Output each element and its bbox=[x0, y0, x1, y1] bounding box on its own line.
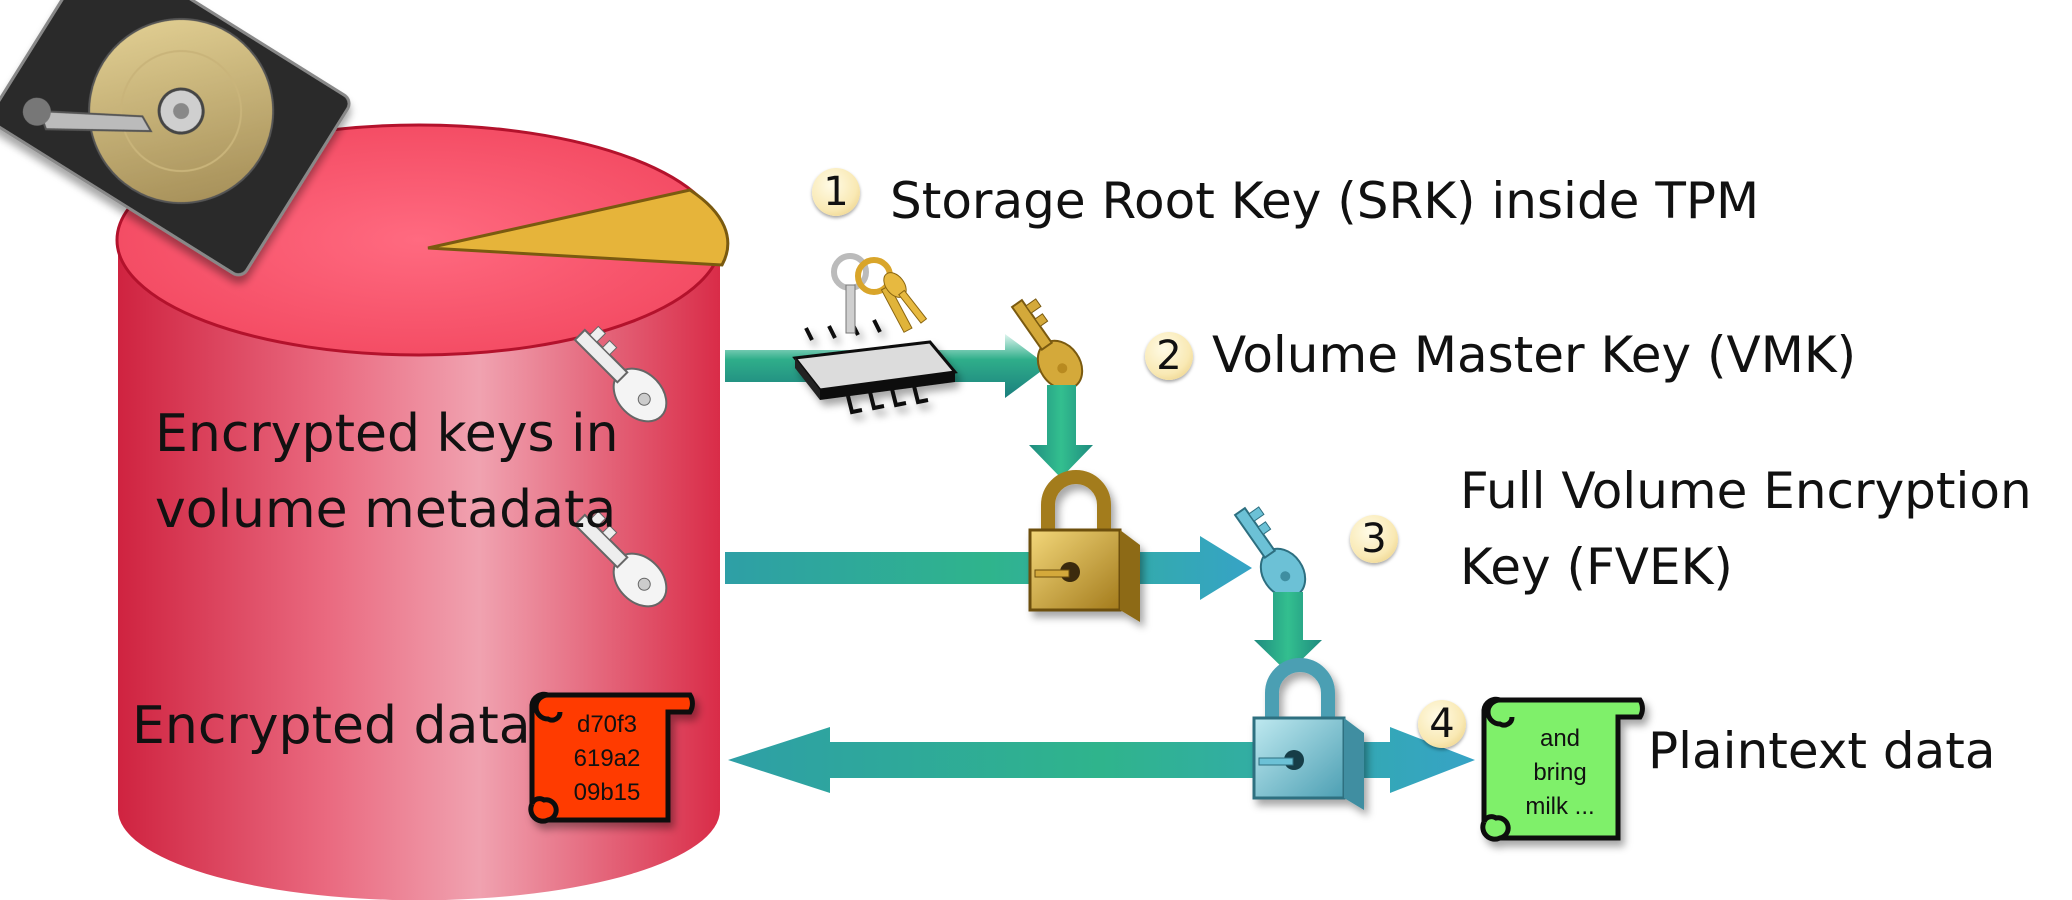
step-1-badge: 1 bbox=[812, 168, 860, 216]
metadata-pie-slice bbox=[427, 188, 730, 267]
vmk-key-icon bbox=[1010, 298, 1084, 391]
step-3-badge: 3 bbox=[1350, 515, 1398, 563]
fvek-key-icon bbox=[1233, 506, 1307, 599]
srk-label: Storage Root Key (SRK) inside TPM bbox=[890, 172, 1760, 230]
metadata-label-line2: volume metadata bbox=[155, 480, 617, 540]
plaintext-label: Plaintext data bbox=[1648, 722, 1996, 780]
fvek-label-line2: Key (FVEK) bbox=[1460, 538, 1733, 596]
encrypted-line: 619a2 bbox=[573, 745, 641, 772]
tpm-chip-icon bbox=[792, 319, 958, 415]
hard-drive-icon bbox=[0, 0, 351, 277]
encrypted-scroll-icon bbox=[528, 691, 695, 824]
encrypted-line: 09b15 bbox=[573, 779, 641, 806]
arrow-vmk-down bbox=[1029, 385, 1093, 478]
key-icon bbox=[573, 325, 668, 423]
plaintext-line: milk ... bbox=[1525, 793, 1595, 820]
padlock-icon bbox=[1252, 658, 1364, 810]
encrypted-line: d70f3 bbox=[576, 711, 638, 738]
encrypted-data-label: Encrypted data bbox=[132, 696, 531, 756]
arrow-fvek-down bbox=[1254, 592, 1322, 673]
step-2-badge: 2 bbox=[1145, 332, 1193, 380]
key-icon bbox=[573, 510, 668, 608]
fvek-label-line1: Full Volume Encryption bbox=[1460, 462, 2032, 520]
srk-keys-icon bbox=[831, 253, 928, 334]
plaintext-scroll-icon bbox=[1480, 696, 1645, 842]
arrow-metadata-to-fvek bbox=[725, 536, 1252, 600]
step-4-badge: 4 bbox=[1418, 700, 1466, 748]
plaintext-line: and bbox=[1539, 725, 1581, 752]
metadata-label-line1: Encrypted keys in bbox=[155, 404, 619, 464]
vmk-label: Volume Master Key (VMK) bbox=[1212, 326, 1857, 384]
plaintext-line: bring bbox=[1533, 759, 1587, 786]
plaintext-scroll-text: and bring milk ... bbox=[1502, 722, 1618, 824]
padlock-icon bbox=[1028, 470, 1140, 622]
encrypted-scroll-text: d70f3 619a2 09b15 bbox=[548, 708, 666, 810]
